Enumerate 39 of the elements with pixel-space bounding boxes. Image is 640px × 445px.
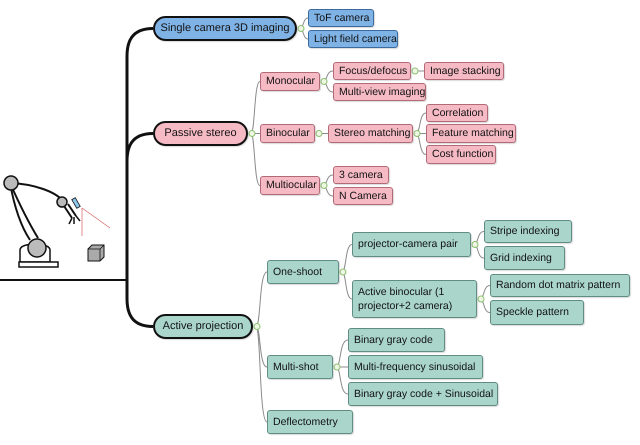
subtopic: Stripe indexing (484, 220, 572, 243)
subtopic: Cost function (426, 145, 496, 164)
branch-connector (480, 285, 490, 300)
trunk-connector (126, 132, 154, 280)
main-topic: Single camera 3D imaging (153, 16, 297, 41)
main-topic: Passive stereo (153, 121, 248, 146)
branch-connector (474, 244, 484, 258)
subtopic: Grid indexing (484, 246, 565, 270)
subtopic: Multi-view imaging (333, 83, 426, 101)
subtopic: 3 camera (333, 166, 389, 184)
branch-connector (322, 174, 334, 186)
branch-connector (474, 231, 484, 245)
subtopic: Multi-frequency sinusoidal (348, 355, 483, 379)
branch-connector (322, 185, 334, 196)
subtopic: projector-camera pair (352, 232, 471, 257)
subtopic: Stereo matching (328, 124, 413, 143)
subtopic: Active binocular (1 projector+2 camera) (352, 280, 477, 318)
subtopic: One-shoot (267, 260, 339, 284)
subtopic: Image stacking (424, 62, 504, 80)
subtopic: Feature matching (426, 124, 516, 143)
subtopic: Correlation (426, 104, 488, 122)
subtopic: Random dot matrix pattern (490, 274, 630, 297)
subtopic: Focus/defocus (333, 62, 411, 80)
subtopic: Multi-shot (267, 355, 333, 379)
subtopic: Speckle pattern (490, 300, 584, 325)
subtopic: Binocular (260, 124, 315, 143)
branch-connector (322, 81, 334, 92)
branch-connector (480, 298, 490, 313)
trunk-connector (126, 280, 154, 328)
subtopic: Light field camera (308, 30, 398, 48)
branch-connector (322, 70, 334, 82)
main-topic: Active projection (153, 314, 253, 339)
subtopic: Binary gray code (348, 328, 445, 352)
subtopic: Monocular (260, 72, 320, 91)
subtopic: ToF camera (308, 9, 374, 27)
subtopic: Multiocular (260, 176, 320, 195)
subtopic: N Camera (333, 187, 393, 205)
subtopic: Deflectometry (267, 410, 353, 434)
subtopic: Binary gray code + Sinusoidal (348, 382, 498, 406)
